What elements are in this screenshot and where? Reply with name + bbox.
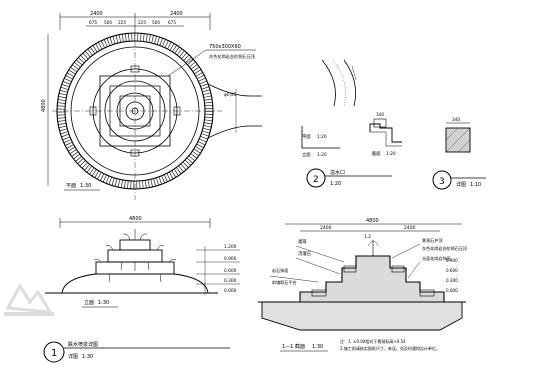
section-foundation (261, 302, 463, 331)
tier-square-outer (99, 75, 171, 147)
plan-right-dim: φ0,95 (224, 92, 237, 98)
detail3-number: 3 (439, 177, 445, 187)
section-label-6: 灰色花岗岩台阶侧石压顶 (422, 245, 467, 251)
title-number-circle (43, 341, 65, 363)
watermark-logo-icon (4, 283, 54, 316)
detail2-number-circle (306, 168, 326, 188)
section-label-8: 光面花岗岩饰面 (422, 255, 451, 261)
fountain-section: 4800 2400 2400 灌溉 浇灌石 1.2 0.900 0.600 0.… (258, 218, 467, 352)
plan-scale: 1:30 (80, 183, 91, 189)
section-note-2: 2.施工前请核实图纸尺寸，有误，须及时通知设计单位。 (340, 345, 440, 351)
tier-square-mid (109, 85, 161, 137)
detail2-section-label: 立面 (302, 151, 311, 158)
detail-3: 340 3 详图 1:10 (432, 117, 486, 190)
plan-dim-seg-4: 225 (138, 20, 146, 25)
section-label-4: 岩石饰面 (272, 267, 288, 273)
detail3-number-circle (432, 170, 452, 190)
plan-dim-right: 2400 (170, 11, 183, 17)
elev-level-marks: 1.200 0.900 0.600 0.300 0.000 (196, 244, 240, 295)
section-scale: 1:30 (312, 344, 323, 350)
title-scale: 1:30 (82, 354, 93, 360)
plan-dim-seg-1: 675 (89, 20, 97, 25)
elev-title: 立面 (84, 299, 94, 306)
basin-ring-1 (92, 68, 178, 154)
section-dim-left: 2400 (320, 225, 332, 231)
basin-ring-3 (116, 92, 154, 130)
elev-scale: 1:30 (98, 300, 109, 306)
section-level-2: 0.600 (446, 268, 458, 273)
basin-ring-2 (104, 80, 166, 142)
section-label-2: 浇灌石 (298, 250, 312, 257)
detail2-title: 溢水口 (330, 169, 345, 176)
elev-tier-3 (119, 239, 151, 251)
leader-line (167, 49, 207, 77)
plan-dim-seg-6: 675 (168, 20, 176, 25)
elev-level-3: 0.600 (224, 268, 237, 274)
elev-level-5: 0.000 (224, 288, 237, 294)
elev-base-basin (61, 273, 209, 294)
section-label-3: 1.2 (364, 234, 371, 240)
plan-dim-left: 2400 (90, 11, 103, 17)
section-level-3: 0.300 (446, 278, 458, 283)
section-title: 1—1 截面 (282, 343, 305, 350)
tier-square-inner (119, 95, 151, 127)
detail2-section-scale: 1:20 (317, 152, 327, 158)
plan-dim-vertical: 4800 (41, 99, 47, 112)
title-number: 1 (51, 348, 57, 359)
detail3-label: 详图 (456, 181, 466, 188)
fountain-elevation: 4800 1.200 0.900 0.600 0.300 (45, 216, 240, 308)
detail3-dim: 340 (452, 117, 460, 122)
detail2-number: 2 (313, 175, 319, 185)
plan-title: 平面 (66, 183, 76, 189)
section-label-5: 景观石护顶 (422, 237, 442, 243)
plan-leader-note-2: 灰色花岗岩台阶侧石压顶 (209, 53, 256, 60)
detail2-plan-scale: 1:20 (317, 134, 327, 140)
detail2-detail-scale: 1:20 (386, 151, 396, 157)
detail2-dim: 340 (376, 112, 384, 117)
water-jets (93, 229, 177, 283)
center-jet (131, 107, 139, 115)
elev-level-2: 0.900 (224, 256, 237, 262)
section-label-7: 斜铺卵石平台 (272, 279, 297, 285)
basin-ring-4 (125, 101, 145, 121)
elev-dim-total: 4800 (129, 216, 142, 222)
title-name: 跌水喷泉详图 (68, 341, 98, 348)
elev-level-4: 0.300 (224, 278, 237, 284)
plan-leader-note-1: 750x300X60 (209, 44, 241, 50)
section-level-4: 0.000 (446, 288, 458, 293)
detail2-detail-label: 截面 (372, 150, 381, 157)
section-dim-right: 2400 (404, 225, 416, 231)
elev-level-1: 1.200 (224, 244, 237, 250)
section-dim-total: 4800 (366, 218, 379, 224)
plan-dim-seg-2: 500 (104, 20, 112, 25)
section-note-1: 注：1. ±0.00相对于景观标高+0.54 (340, 338, 406, 344)
fountain-plan: 2400 2400 675 500 225 225 500 675 4800 (41, 11, 262, 200)
elev-tier-2 (107, 249, 163, 263)
plan-dim-seg-3: 225 (118, 20, 126, 25)
detail-outlet: 平面 1:20 立面 1:20 截面 1:20 340 2 溢水口 1:20 (301, 59, 402, 188)
title-block: 1 跌水喷泉详图 详图 1:30 (43, 341, 230, 363)
section-label-1: 灌溉 (298, 238, 307, 245)
detail3-scale: 1:10 (470, 182, 481, 188)
detail2-title-scale: 1:20 (330, 181, 341, 187)
detail2-plan-label: 平面 (302, 134, 311, 140)
title-scale-label: 详图 (68, 353, 78, 360)
section-level-1: 0.900 (446, 258, 458, 263)
plan-dim-seg-5: 500 (152, 20, 160, 25)
